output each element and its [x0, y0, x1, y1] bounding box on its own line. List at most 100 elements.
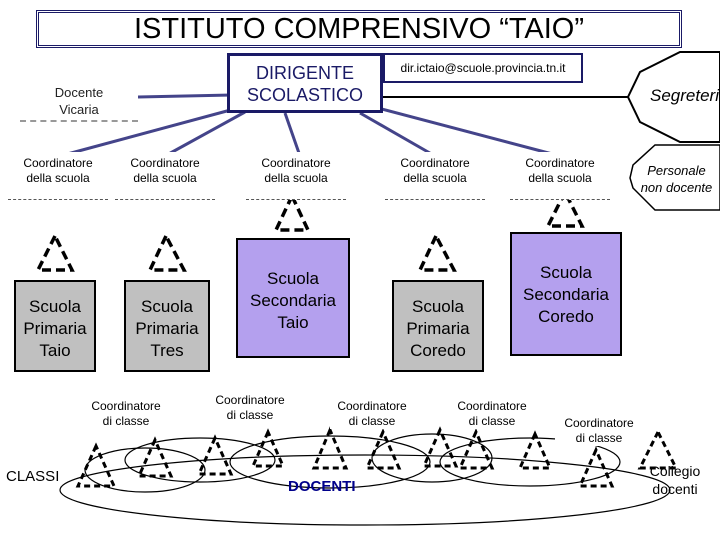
coordinatore-classe-1-line2: di classe	[102, 414, 150, 428]
dirigente-line2: SCOLASTICO	[246, 85, 364, 105]
connector-coord-3	[283, 112, 302, 157]
class-ellipse-3	[229, 435, 431, 489]
school-5-line3: Coredo	[538, 307, 594, 326]
email-box: dir.ictaio@scuole.provincia.tn.it	[383, 53, 583, 83]
personale-line1: Personale	[647, 163, 706, 178]
coordinatore-scuola-4-line1: Coordinatore	[400, 156, 470, 170]
coordinatore-classe-2-line1: Coordinatore	[215, 393, 285, 407]
coordinatore-scuola-1-line2: della scuola	[26, 171, 90, 185]
connector-coord-4	[359, 111, 436, 158]
dirigente-box: DIRIGENTE SCOLASTICO	[227, 53, 383, 113]
personale-label: Personale non docente	[633, 162, 720, 196]
coordinatore-scuola-3-line2: della scuola	[264, 171, 328, 185]
segreteria-label: Segreteria	[650, 86, 720, 105]
coordinatore-classe-2-line2: di classe	[226, 408, 274, 422]
coordinatore-scuola-4-line2: della scuola	[403, 171, 467, 185]
coordinatore-classe-4: Coordinatore di classe	[450, 399, 534, 429]
school-3-line1: Scuola	[267, 269, 319, 288]
personale-line2: non docente	[640, 180, 713, 195]
school-3-line2: Secondaria	[249, 291, 336, 310]
class-triangle-4	[250, 428, 286, 468]
class-triangle-3	[196, 434, 234, 476]
class-ellipse-1	[84, 447, 206, 493]
school-2-line2: Primaria	[135, 319, 199, 338]
dirigente-line1: DIRIGENTE	[255, 63, 354, 83]
coordinatore-classe-4-line2: di classe	[468, 414, 516, 428]
class-triangles	[75, 426, 679, 488]
coordinatore-scuola-5-line2: della scuola	[528, 171, 592, 185]
connector-vicaria	[137, 93, 233, 99]
school-1-line3: Taio	[39, 341, 71, 360]
coordinatore-classe-3-line2: di classe	[348, 414, 396, 428]
coordinatore-classe-3-line1: Coordinatore	[337, 399, 407, 413]
school-4-line3: Coredo	[410, 341, 466, 360]
coordinatore-scuola-3-line1: Coordinatore	[261, 156, 331, 170]
class-ellipse-5	[439, 437, 621, 487]
school-secondaria-taio: Scuola Secondaria Taio	[236, 238, 350, 358]
school-2-line1: Scuola	[141, 297, 193, 316]
docenti-ellipse	[59, 454, 671, 526]
class-triangle-7	[421, 426, 459, 468]
class-triangle-10	[577, 446, 615, 488]
coordinatore-scuola-2-line2: della scuola	[133, 171, 197, 185]
triangle-2	[147, 232, 187, 272]
class-triangle-1	[75, 442, 117, 488]
page-title: ISTITUTO COMPRENSIVO “TAIO”	[36, 10, 682, 48]
coordinatore-classe-1: Coordinatore di classe	[82, 399, 170, 429]
triangle-5	[545, 188, 585, 228]
docenti-label: DOCENTI	[288, 478, 356, 495]
class-triangle-2	[136, 436, 174, 478]
dirigente-connectors	[59, 93, 561, 158]
coordinatore-classe-3: Coordinatore di classe	[330, 399, 414, 429]
school-1-line1: Scuola	[29, 297, 81, 316]
school-primaria-tres: Scuola Primaria Tres	[124, 280, 210, 372]
connector-coord-5	[377, 106, 561, 158]
school-secondaria-coredo: Scuola Secondaria Coredo	[510, 232, 622, 356]
class-triangle-9	[517, 430, 553, 470]
coordinatore-scuola-1-line1: Coordinatore	[23, 156, 93, 170]
segreteria-octagon	[626, 51, 720, 143]
school-primaria-taio: Scuola Primaria Taio	[14, 280, 96, 372]
school-4-line1: Scuola	[412, 297, 464, 316]
coordinatore-classe-2: Coordinatore di classe	[203, 393, 297, 423]
school-5-line2: Secondaria	[522, 285, 609, 304]
class-triangle-11	[637, 428, 679, 470]
coordinatore-classe-5-line1: Coordinatore	[564, 416, 634, 430]
school-2-line3: Tres	[150, 341, 184, 360]
school-4-line2: Primaria	[406, 319, 470, 338]
coordinatore-scuola-2-line1: Coordinatore	[130, 156, 200, 170]
class-triangle-6	[364, 428, 402, 470]
collegio-docenti-label: Collegio docenti	[632, 462, 718, 498]
coordinatore-scuola-2: Coordinatore della scuola	[115, 152, 215, 200]
personale-octagon	[629, 144, 720, 211]
coordinator-triangles	[35, 188, 585, 272]
vicaria-line2: Vicaria	[59, 102, 99, 117]
coordinatore-scuola-5: Coordinatore della scuola	[510, 152, 610, 200]
classi-label: CLASSI	[6, 468, 60, 485]
school-primaria-coredo: Scuola Primaria Coredo	[392, 280, 484, 372]
coordinatore-scuola-3: Coordinatore della scuola	[246, 152, 346, 200]
triangle-1	[35, 232, 75, 272]
class-ellipse-2	[124, 437, 276, 483]
coordinatore-scuola-4: Coordinatore della scuola	[385, 152, 485, 200]
vicaria-box: Docente Vicaria	[20, 80, 138, 122]
collegio-line1: Collegio	[649, 463, 701, 479]
class-triangle-5	[311, 426, 349, 470]
triangle-4	[417, 232, 457, 272]
vicaria-line1: Docente	[54, 85, 104, 100]
coordinatore-classe-4-line1: Coordinatore	[457, 399, 527, 413]
school-5-line1: Scuola	[540, 263, 592, 282]
triangle-3	[273, 191, 311, 232]
coordinatore-classe-5-line2: di classe	[575, 431, 623, 445]
connector-coord-1	[59, 106, 239, 158]
coordinatore-classe-5: Coordinatore di classe	[555, 416, 643, 446]
class-ellipse-4	[371, 433, 493, 483]
class-triangle-8	[457, 428, 495, 470]
coordinatore-classe-1-line1: Coordinatore	[91, 399, 161, 413]
coordinatore-scuola-1: Coordinatore della scuola	[8, 152, 108, 200]
ellipses	[59, 433, 671, 526]
connector-coord-2	[164, 110, 246, 158]
school-3-line3: Taio	[277, 313, 309, 332]
school-1-line2: Primaria	[23, 319, 87, 338]
